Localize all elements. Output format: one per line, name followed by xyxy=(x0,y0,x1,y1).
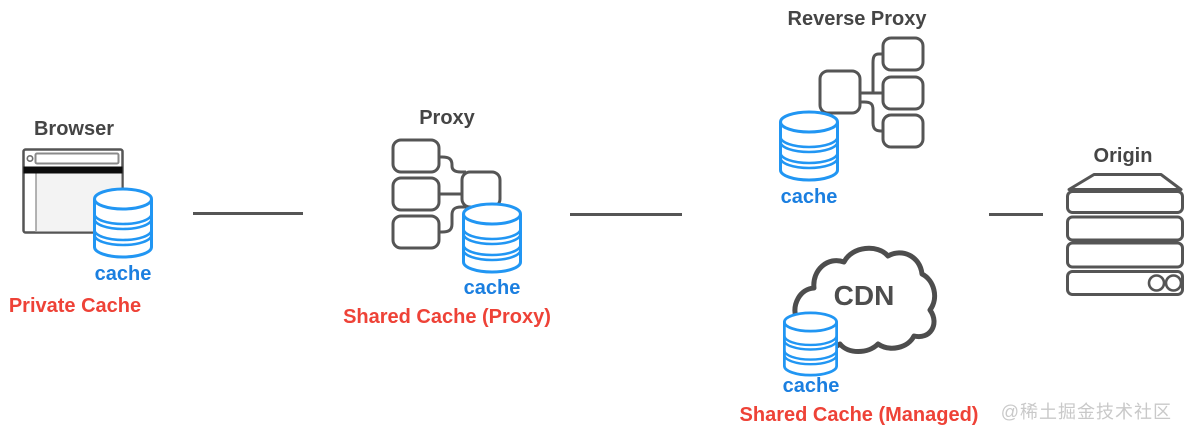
watermark: @稀土掘金技术社区 xyxy=(1000,402,1172,422)
connector-proxy-reverseproxy xyxy=(570,213,682,216)
proxy-nodes-icon xyxy=(391,138,502,250)
browser-cache-label: cache xyxy=(94,263,152,285)
reverse-proxy-nodes-icon xyxy=(818,36,925,149)
reverse-proxy-cache-label: cache xyxy=(780,186,838,208)
database-icon xyxy=(92,187,154,259)
browser-caption: Private Cache xyxy=(8,295,142,317)
cdn-title: CDN xyxy=(833,280,895,311)
reverse-proxy-title: Reverse Proxy xyxy=(787,8,927,30)
cdn-caption: Shared Cache (Managed) xyxy=(739,404,979,426)
database-icon xyxy=(778,110,840,182)
database-icon xyxy=(782,311,839,377)
database-icon xyxy=(461,202,523,274)
cdn-cache-label: cache xyxy=(782,375,840,397)
connector-browser-proxy xyxy=(193,212,303,215)
server-stack-icon xyxy=(1066,173,1184,296)
connector-reverseproxy-origin xyxy=(989,213,1043,216)
origin-title: Origin xyxy=(1093,145,1153,167)
browser-title: Browser xyxy=(33,118,115,140)
proxy-cache-label: cache xyxy=(463,277,521,299)
proxy-caption: Shared Cache (Proxy) xyxy=(343,306,551,328)
proxy-title: Proxy xyxy=(419,107,475,129)
